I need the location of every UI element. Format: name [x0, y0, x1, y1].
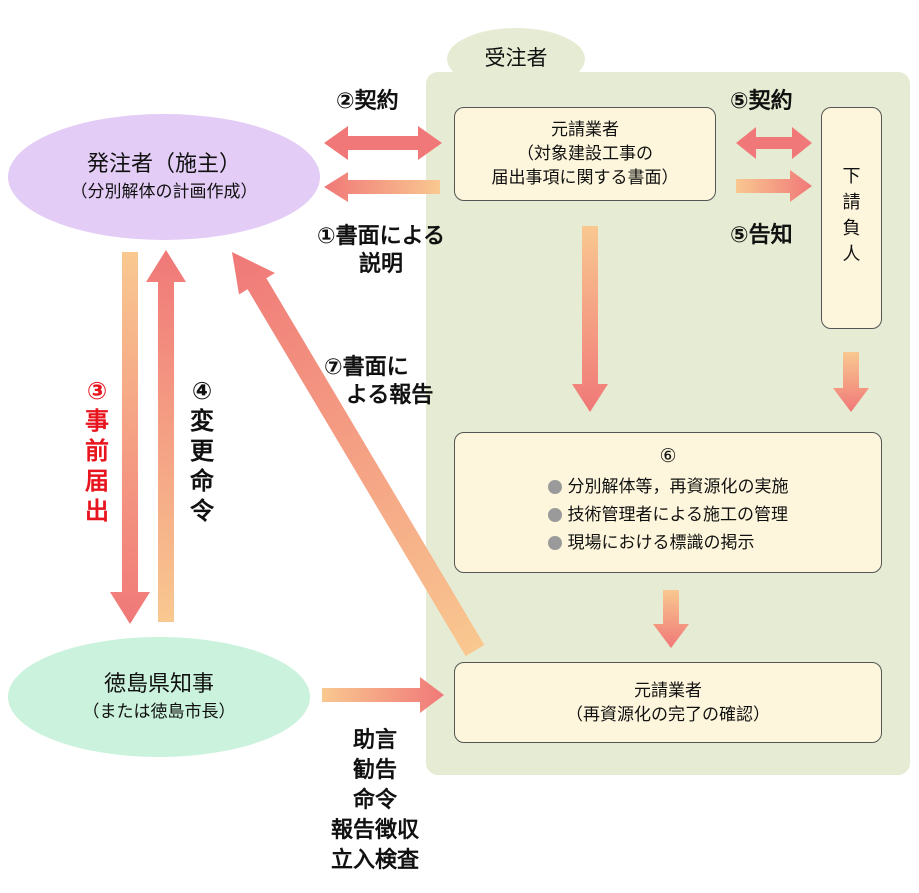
governor-title: 徳島県知事	[103, 672, 214, 697]
step6-box: ⑥ 分別解体等，再資源化の実施 技術管理者による施工の管理 現場における標識の掲…	[454, 432, 882, 573]
notice-5-label: ⑤告知	[730, 223, 793, 248]
step6-item: 現場における標識の掲示	[547, 529, 789, 557]
advice-line: 命令	[352, 788, 397, 813]
explanation-1-line: 説明	[358, 252, 403, 277]
advice-arrow	[322, 677, 444, 713]
subcontractor-box: 下 請 負 人	[821, 107, 882, 329]
advice-line: 報告徴収	[330, 818, 419, 843]
prime-contractor-bottom-line: 元請業者	[634, 680, 702, 701]
advice-line: 立入検査	[330, 848, 419, 873]
contractor-panel-title: 受注者	[484, 46, 548, 70]
owner-title: 発注者（施主）	[86, 152, 241, 177]
prime-contractor-top-line: 元請業者	[551, 120, 619, 140]
owner-ellipse: 発注者（施主） （分別解体の計画作成）	[8, 114, 320, 240]
report-7-line: よる報告	[346, 383, 434, 408]
change-order-4-arrow	[146, 250, 186, 622]
governor-subtitle: （または徳島市長）	[82, 702, 236, 722]
explanation-1-line: ①書面による	[317, 224, 445, 249]
change-order-4-char: 更	[190, 437, 214, 465]
prior-notice-3-char: 出	[85, 497, 109, 525]
contract-2-label: ②契約	[336, 89, 399, 114]
prime-contractor-top-box: 元請業者 （対象建設工事の 届出事項に関する書面）	[454, 107, 716, 201]
step6-item-text: 分別解体等，再資源化の実施	[567, 477, 789, 497]
prior-notice-3-char: 届	[85, 467, 109, 495]
step6-number: ⑥	[659, 445, 677, 467]
contract-5-arrow	[736, 127, 812, 159]
advice-line: 勧告	[352, 758, 397, 783]
report-7-label: ⑦書面に よる報告	[324, 354, 433, 410]
subcontractor-char: 下	[842, 166, 861, 187]
prime-contractor-top-line: 届出事項に関する書面）	[491, 168, 679, 188]
sub-to-step6-arrow	[833, 352, 869, 412]
advice-line: 助言	[352, 728, 397, 753]
bullet-icon	[547, 536, 562, 550]
governor-ellipse: 徳島県知事 （または徳島市長）	[8, 637, 310, 757]
step6-list: 分別解体等，再資源化の実施 技術管理者による施工の管理 現場における標識の掲示	[547, 473, 789, 557]
bullet-icon	[547, 508, 562, 522]
prior-notice-3-label: ③ 事 前 届 出	[82, 376, 112, 526]
step6-item: 分別解体等，再資源化の実施	[547, 473, 789, 501]
step6-to-prime-arrow	[653, 590, 689, 648]
change-order-4-char: 命	[190, 467, 214, 495]
prior-notice-3-char: 事	[85, 407, 109, 435]
prime-contractor-bottom-line: （再資源化の完了の確認）	[566, 704, 770, 725]
change-order-4-label: ④ 変 更 命 令	[187, 376, 217, 526]
step6-item-text: 現場における標識の掲示	[567, 533, 755, 553]
prior-notice-3-number: ③	[86, 377, 108, 405]
subcontractor-char: 人	[842, 244, 861, 265]
change-order-4-number: ④	[191, 377, 213, 405]
report-7-arrow	[232, 252, 485, 657]
subcontractor-char: 請	[842, 192, 861, 213]
contract-2-arrow	[324, 126, 442, 160]
report-7-line: ⑦書面に	[324, 355, 409, 380]
bullet-icon	[547, 480, 562, 494]
advice-label: 助言 勧告 命令 報告徴収 立入検査	[300, 726, 450, 876]
prior-notice-3-arrow	[110, 252, 150, 624]
change-order-4-char: 変	[190, 407, 214, 435]
prior-notice-3-char: 前	[85, 437, 109, 465]
explanation-1-arrow	[324, 172, 440, 202]
prime-to-step6-arrow	[572, 226, 608, 412]
step6-item-text: 技術管理者による施工の管理	[567, 505, 789, 525]
contract-5-label: ⑤契約	[730, 89, 793, 114]
step6-item: 技術管理者による施工の管理	[547, 501, 789, 529]
change-order-4-char: 令	[190, 497, 214, 525]
explanation-1-label: ①書面による 説明	[296, 223, 466, 279]
owner-subtitle: （分別解体の計画作成）	[70, 182, 258, 202]
notice-5-arrow	[736, 170, 812, 202]
prime-contractor-top-line: （対象建設工事の	[517, 144, 653, 164]
prime-contractor-bottom-box: 元請業者 （再資源化の完了の確認）	[454, 662, 882, 743]
subcontractor-char: 負	[842, 218, 861, 239]
